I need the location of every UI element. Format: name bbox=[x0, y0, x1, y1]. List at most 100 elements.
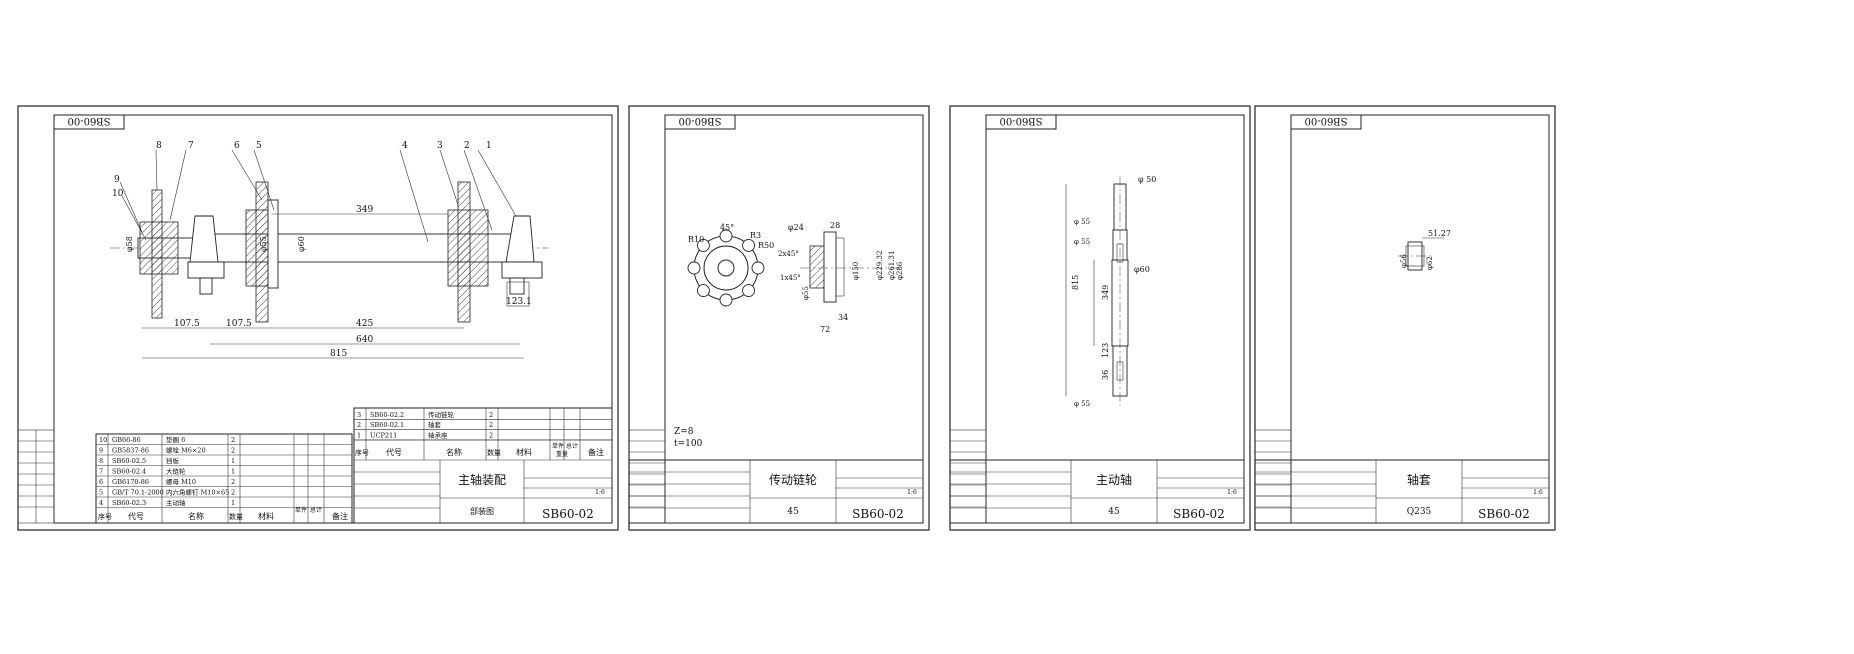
shaft-dim-phi55-b: φ 55 bbox=[1074, 238, 1090, 246]
bom-right-header-name: 名称 bbox=[446, 447, 462, 457]
code-tab-text: SB60-00 bbox=[67, 115, 110, 126]
sleeve-drawing-name: 轴套 bbox=[1407, 472, 1431, 487]
sheet-sleeve: SB60-00 51.27 φ56 φ62 轴套 Q235 SB60-02 1:… bbox=[1254, 105, 1556, 531]
shaft-drawing-no: SB60-02 bbox=[1173, 507, 1225, 521]
shaft-dim-phi60: φ60 bbox=[1134, 265, 1150, 274]
balloon-2: 2 bbox=[464, 141, 470, 151]
bom-left-qty-8: 1 bbox=[231, 457, 235, 465]
bom-right-no-3: 3 bbox=[357, 411, 361, 419]
bom-right-name-3: 传动链轮 bbox=[428, 410, 455, 419]
assembly-scale: 1:6 bbox=[595, 489, 605, 496]
dim-815: 815 bbox=[330, 349, 347, 359]
bom-left-no-5: 5 bbox=[99, 489, 103, 497]
bom-left-header-unit: 单件 bbox=[295, 506, 307, 514]
sprocket-tooth-seat bbox=[696, 284, 710, 298]
bom-left-name-4: 主动轴 bbox=[166, 498, 186, 507]
dim-phi55: φ55 bbox=[259, 236, 268, 252]
bom-left-name-10: 垫圈 6 bbox=[166, 435, 185, 444]
bom-left-code-8: SB60-02.5 bbox=[112, 457, 146, 465]
balloon-9: 9 bbox=[114, 175, 120, 185]
balloon-4: 4 bbox=[402, 141, 408, 151]
bom-left-no-6: 6 bbox=[99, 478, 103, 486]
sprocket-side-view bbox=[800, 231, 900, 303]
bom-right-header-weight: 重量 bbox=[556, 450, 568, 458]
bom-right-header-remark: 备注 bbox=[588, 447, 604, 457]
assembly-drawing-name: 主轴装配 bbox=[458, 472, 506, 487]
bom-right-header-total: 总计 bbox=[566, 442, 578, 450]
bom-right-code-1: UCP211 bbox=[370, 431, 397, 439]
sheet-assembly: SB60-00 bbox=[17, 105, 619, 531]
code-tab: SB60-00 bbox=[53, 114, 125, 130]
bom-left-code-7: SB60-02.4 bbox=[112, 468, 146, 476]
sprocket-dim-phi229: φ229.32 bbox=[876, 251, 884, 280]
bom-left-code-5: GB/T 70.1-2000 bbox=[112, 489, 164, 497]
sprocket-dim-r50: R50 bbox=[758, 241, 774, 250]
bom-left-name-5: 内六角螺钉 M10×65 bbox=[166, 488, 229, 497]
sprocket-dim-45deg: 45° bbox=[720, 223, 734, 232]
shaft-material: 45 bbox=[1108, 507, 1120, 517]
shaft-dim-36: 36 bbox=[1101, 370, 1110, 380]
sleeve-dim-51-27: 51.27 bbox=[1428, 229, 1451, 238]
dim-123-1: 123.1 bbox=[506, 297, 532, 307]
sprocket-tooth-seat bbox=[751, 261, 765, 275]
bom-right-qty-2: 2 bbox=[489, 421, 493, 429]
bom-left-no-4: 4 bbox=[99, 499, 103, 507]
sprocket-dim-1x45: 1x45° bbox=[780, 274, 801, 282]
sprocket-dim-phi150: φ150 bbox=[852, 262, 860, 280]
balloon-6: 6 bbox=[234, 141, 240, 151]
bom-left-header-remark: 备注 bbox=[332, 511, 348, 521]
sprocket-tooth-seat bbox=[719, 229, 733, 243]
dim-640: 640 bbox=[356, 335, 373, 345]
sprocket-note-t: t=100 bbox=[674, 439, 703, 449]
shaft-dimensions: φ 50 φ 55 φ 55 φ60 φ 55 815 349 123 36 bbox=[1065, 175, 1156, 408]
balloon-labels: 1 2 3 4 5 6 7 8 9 10 bbox=[112, 141, 517, 243]
bom-left-no-10: 10 bbox=[99, 436, 107, 444]
sprocket-dim-phi261: φ261.31 bbox=[888, 251, 896, 280]
bom-left-header-name: 名称 bbox=[188, 511, 204, 521]
bom-left-qty-4: 1 bbox=[231, 499, 235, 507]
bom-left-code-6: GB6170-86 bbox=[112, 478, 149, 486]
sprocket-dim-72: 72 bbox=[820, 325, 830, 334]
sprocket-dimensions: 45° R10 R3 R50 φ24 28 2x45° 1x45° φ150 φ… bbox=[688, 221, 904, 334]
shaft-view bbox=[1111, 176, 1129, 406]
shaft-title-block: 主动轴 45 SB60-02 1:6 bbox=[949, 459, 1245, 524]
sprocket-note-z: Z=8 bbox=[674, 427, 694, 437]
balloon-8: 8 bbox=[156, 141, 162, 151]
bom-left-no-8: 8 bbox=[99, 457, 103, 465]
sleeve-code-tab: SB60-00 bbox=[1304, 115, 1347, 126]
bom-left-name-9: 螺栓 M6×20 bbox=[166, 446, 206, 455]
sleeve-view bbox=[1398, 241, 1432, 271]
sheet-sprocket: SB60-00 45° R10 R3 R50 φ24 28 2x45° 1x45… bbox=[628, 105, 930, 531]
bom-right-name-2: 轴套 bbox=[428, 420, 442, 429]
bom-left-name-6: 螺母 M10 bbox=[166, 477, 196, 486]
bom-right-header-qty: 数量 bbox=[487, 448, 501, 457]
shaft-scale: 1:6 bbox=[1227, 489, 1237, 496]
assembly-drawing-no: SB60-02 bbox=[542, 507, 594, 521]
shaft-dim-815: 815 bbox=[1071, 275, 1080, 290]
shaft-drawing-name: 主动轴 bbox=[1096, 472, 1132, 487]
balloon-1: 1 bbox=[486, 141, 492, 151]
balloon-10: 10 bbox=[112, 189, 124, 199]
bom-left-code-10: GB66-86 bbox=[112, 436, 141, 444]
dim-349: 349 bbox=[356, 205, 373, 215]
sprocket-tooth-seat bbox=[696, 238, 710, 252]
sprocket-tooth-seat bbox=[742, 238, 756, 252]
sprocket-dim-r10: R10 bbox=[688, 235, 704, 244]
shaft-code-tab: SB60-00 bbox=[999, 115, 1042, 126]
bom-left-name-8: 挡板 bbox=[166, 456, 180, 465]
assembly-drawing-type: 部装图 bbox=[470, 506, 494, 516]
sprocket-dim-phi24: φ24 bbox=[788, 223, 804, 232]
sprocket-title-block: 传动链轮 45 SB60-02 1:6 bbox=[628, 459, 924, 524]
bom-left-qty-9: 2 bbox=[231, 447, 235, 455]
bom-left-code-4: SB60-02.3 bbox=[112, 499, 146, 507]
sprocket-dim-34: 34 bbox=[838, 313, 848, 322]
sprocket-dim-2x45: 2x45° bbox=[778, 250, 799, 258]
sprocket-code-tab: SB60-00 bbox=[678, 115, 721, 126]
sleeve-material: Q235 bbox=[1407, 507, 1432, 517]
bom-right-qty-3: 2 bbox=[489, 411, 493, 419]
bom-right-header-material: 材料 bbox=[516, 447, 532, 457]
bom-left-header-material: 材料 bbox=[258, 511, 274, 521]
bom-left-name-7: 大链轮 bbox=[166, 467, 186, 476]
